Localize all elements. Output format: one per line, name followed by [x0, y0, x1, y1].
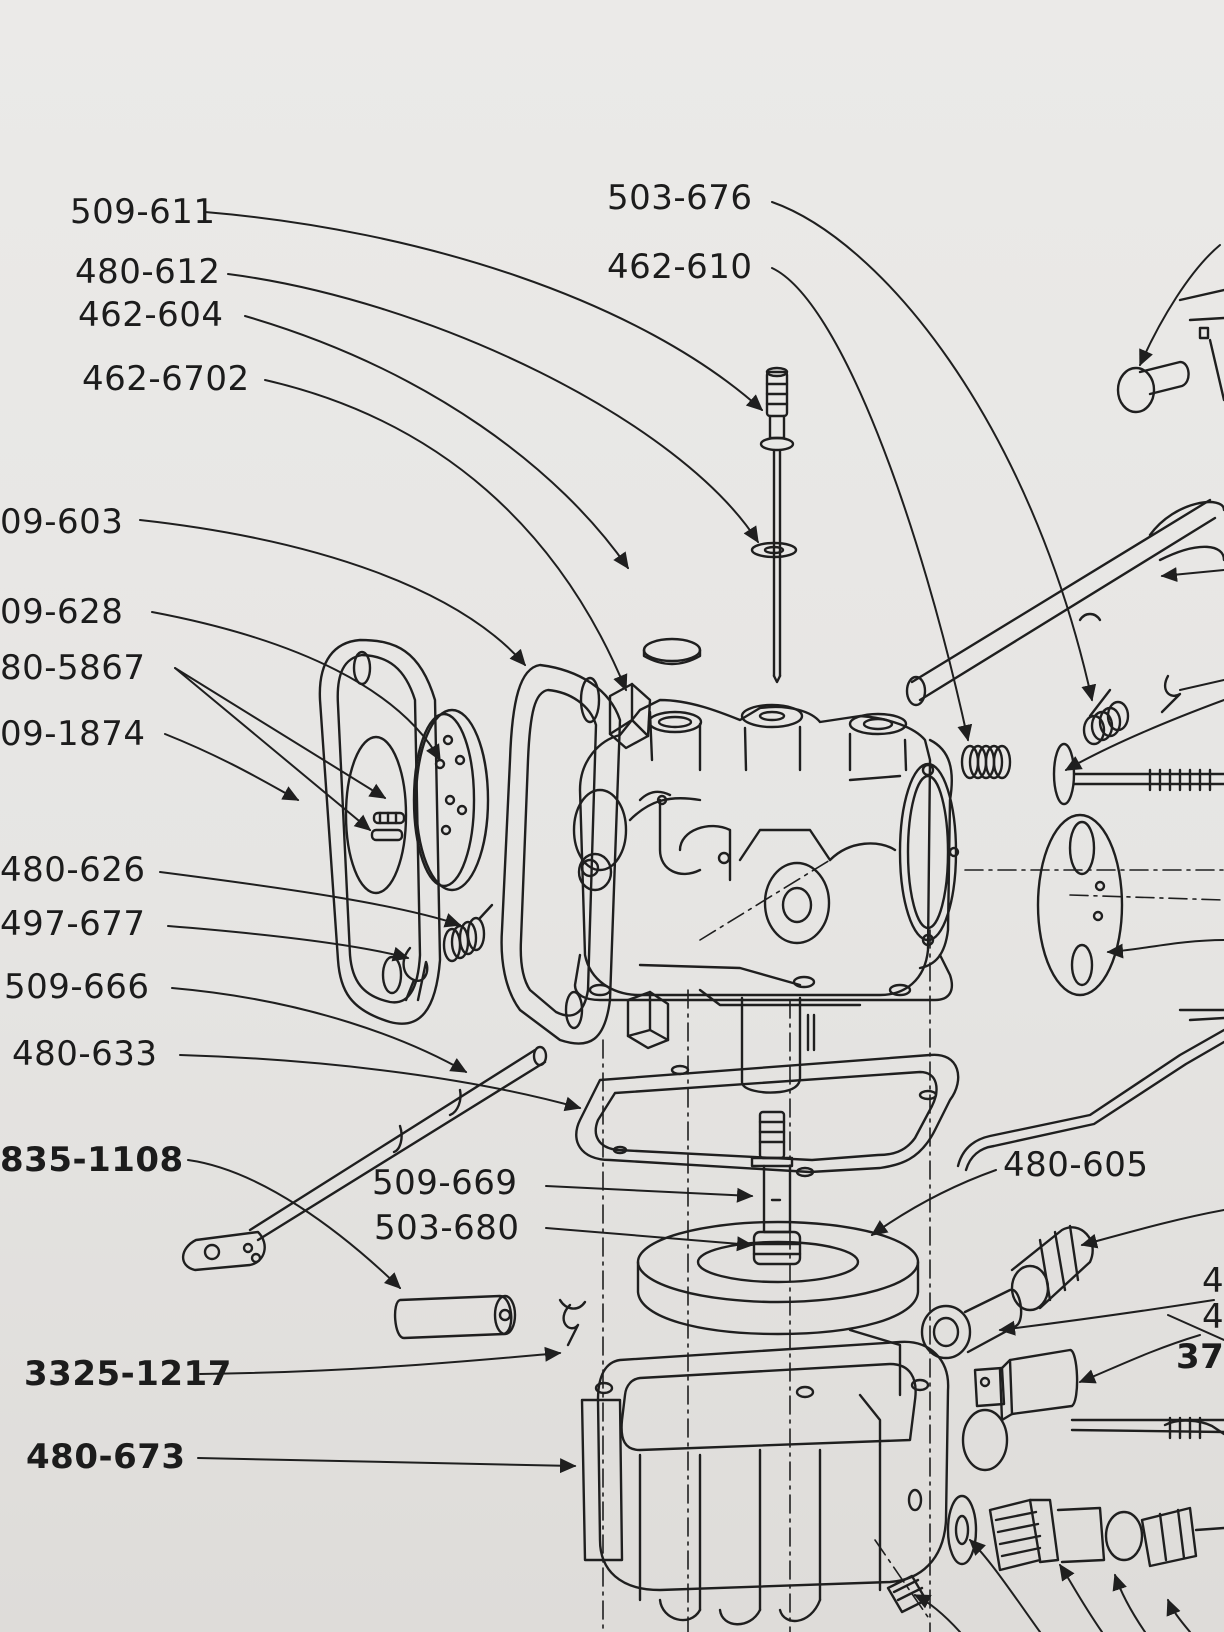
label-09-628: 09-628: [0, 592, 124, 632]
pin-835-1108: [393, 1294, 517, 1340]
label-480-673: 480-673: [26, 1437, 186, 1477]
spring-462-610: [960, 744, 1012, 780]
carburetor-body: [572, 698, 960, 1094]
leader-lines: [139, 201, 1224, 1632]
label-497-677: 497-677: [0, 904, 146, 944]
screw-top-right: [1116, 288, 1224, 414]
label-09-603: 09-603: [0, 502, 124, 542]
label-509-669: 509-669: [372, 1163, 518, 1203]
bottom-fittings: [946, 1494, 1224, 1572]
spring-480-626: [442, 903, 494, 963]
label-80-5867: 80-5867: [0, 648, 146, 688]
label-right-4b: 4: [1202, 1297, 1224, 1337]
label-480-612: 480-612: [75, 252, 221, 292]
hex-nut-bottom: [626, 990, 670, 1050]
bowl-gasket: [575, 1053, 960, 1178]
label-503-680: 503-680: [374, 1208, 520, 1248]
inlet-fitting: [920, 1224, 1094, 1360]
float-bowl: [580, 1328, 950, 1626]
label-503-676: 503-676: [607, 178, 753, 218]
clip-497-677: [402, 946, 429, 1002]
label-right-37: 37: [1176, 1337, 1224, 1377]
cover-gasket: [318, 638, 442, 1025]
diaphragm: [412, 708, 490, 892]
label-462-610: 462-610: [607, 247, 753, 287]
flange-plate: [500, 663, 622, 1045]
clip-3325-1217: [558, 1298, 587, 1347]
choke-shaft: [905, 498, 1224, 707]
hex-nut-top: [608, 682, 652, 750]
spring-503-676: [1082, 674, 1182, 746]
label-3325-1217: 3325-1217: [24, 1354, 232, 1394]
label-509-666: 509-666: [4, 967, 150, 1007]
label-462-6702: 462-6702: [82, 359, 250, 399]
label-462-604: 462-604: [78, 295, 224, 335]
fitting-37: [961, 1348, 1224, 1472]
center-lines: [602, 859, 1224, 1632]
label-09-1874: 09-1874: [0, 714, 146, 754]
drain-fitting: [886, 1574, 928, 1614]
washer-462-6702: [642, 637, 702, 666]
label-right-4a: 4: [1202, 1261, 1224, 1301]
mixture-screw: [1052, 742, 1224, 806]
side-plate-right: [1036, 813, 1124, 997]
linkage-rod: [956, 1008, 1224, 1172]
label-480-626: 480-626: [0, 850, 146, 890]
float-valve-509-669: [750, 1110, 794, 1234]
label-480-633: 480-633: [12, 1034, 158, 1074]
needle-valve: [750, 366, 798, 684]
throttle-shaft: [181, 1045, 548, 1272]
label-480-605: 480-605: [1003, 1145, 1149, 1185]
label-835-1108: 835-1108: [0, 1140, 184, 1180]
float-480-605: [636, 1220, 920, 1336]
label-509-611: 509-611: [70, 192, 216, 232]
studs: [370, 811, 406, 842]
